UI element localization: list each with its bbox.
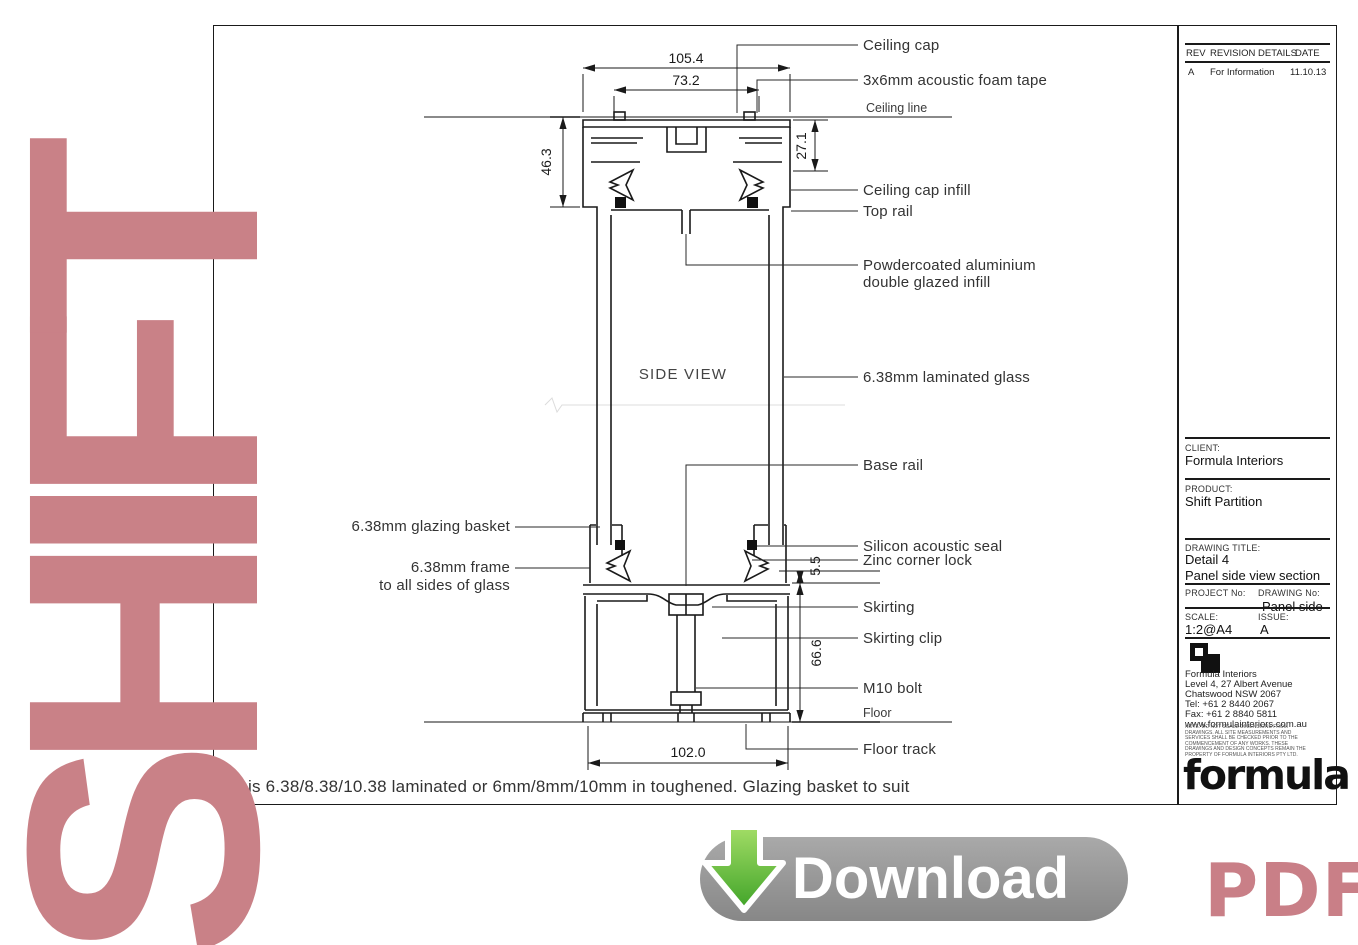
glass-spec-note: is 6.38/8.38/10.38 laminated or 6mm/8mm/… bbox=[248, 777, 910, 796]
ceiling-cap-assembly bbox=[582, 111, 791, 234]
label-glass: 6.38mm laminated glass bbox=[863, 369, 1030, 386]
label-frame-line1: 6.38mm frame bbox=[411, 559, 510, 576]
label-top-rail: Top rail bbox=[863, 203, 913, 220]
disclaimer-note: NOTE: DO NOT SCALE DIMENSIONS FROM DRAWI… bbox=[1185, 724, 1306, 758]
project-no-label: PROJECT No: bbox=[1185, 588, 1246, 598]
scale-value: 1:2@A4 bbox=[1185, 622, 1233, 637]
label-skirting: Skirting bbox=[863, 599, 915, 616]
scale-label: SCALE: bbox=[1185, 612, 1219, 622]
company-address1: Level 4, 27 Albert Avenue bbox=[1185, 679, 1293, 690]
label-m10-bolt: M10 bolt bbox=[863, 680, 923, 697]
formula-logo-mark bbox=[1190, 643, 1220, 673]
title-block: REV REVISION DETAILS DATE A For Informat… bbox=[1177, 25, 1351, 805]
label-foam-tape: 3x6mm acoustic foam tape bbox=[863, 72, 1047, 89]
label-floor: Floor bbox=[863, 706, 891, 720]
rev-value: A bbox=[1188, 67, 1195, 78]
dim-73: 73.2 bbox=[672, 72, 699, 88]
acoustic-seal-mark bbox=[615, 540, 625, 550]
dim-5-5: 5.5 bbox=[807, 556, 823, 576]
dim-66: 66.6 bbox=[808, 639, 824, 666]
label-cap-infill: Ceiling cap infill bbox=[863, 182, 971, 199]
label-infill-line1: Powdercoated aluminium bbox=[863, 257, 1036, 274]
side-view-label: SIDE VIEW bbox=[639, 366, 727, 383]
label-ceiling-cap: Ceiling cap bbox=[863, 37, 939, 54]
product-label: PRODUCT: bbox=[1185, 484, 1233, 494]
label-ceiling-line: Ceiling line bbox=[866, 101, 927, 115]
label-glazing-basket: 6.38mm glazing basket bbox=[352, 518, 511, 535]
rev-details-header: REVISION DETAILS bbox=[1210, 48, 1297, 59]
product-value: Shift Partition bbox=[1185, 494, 1263, 509]
download-button-label: Download bbox=[792, 846, 1070, 911]
rev-date-value: 11.10.13 bbox=[1290, 67, 1327, 78]
shift-watermark: SHIFT bbox=[0, 166, 327, 945]
client-value: Formula Interiors bbox=[1185, 453, 1284, 468]
dim-102: 102.0 bbox=[670, 744, 705, 760]
label-base-rail: Base rail bbox=[863, 457, 923, 474]
label-corner-lock: Zinc corner lock bbox=[863, 552, 972, 569]
formula-wordmark: formula bbox=[1183, 751, 1351, 799]
leader-lines bbox=[515, 44, 858, 750]
company-web: www.formulainteriors.com.au bbox=[1185, 719, 1307, 730]
company-tel: Tel: +61 2 8440 2067 bbox=[1185, 699, 1275, 710]
drawing-title-label: DRAWING TITLE: bbox=[1185, 543, 1261, 553]
pdf-label[interactable]: PDF bbox=[1204, 848, 1358, 934]
drawing-no-label: DRAWING No: bbox=[1258, 588, 1320, 598]
drawing-no-value: Panel side bbox=[1262, 599, 1323, 614]
glass-panes bbox=[596, 228, 784, 545]
rev-details-value: For Information bbox=[1210, 67, 1275, 78]
label-skirting-clip: Skirting clip bbox=[863, 630, 942, 647]
dim-105: 105.4 bbox=[668, 50, 703, 66]
label-frame-line2: to all sides of glass bbox=[379, 577, 510, 594]
drawing-title-line1: Detail 4 bbox=[1185, 552, 1230, 567]
sheet-border bbox=[213, 25, 1337, 805]
label-infill-line2: double glazed infill bbox=[863, 274, 990, 291]
issue-value: A bbox=[1260, 622, 1269, 637]
acoustic-seal-mark bbox=[747, 540, 757, 550]
drawing-title-line2: Panel side view section bbox=[1185, 568, 1321, 583]
download-arrow-icon[interactable] bbox=[690, 815, 800, 945]
rev-header: REV bbox=[1186, 48, 1206, 59]
break-line bbox=[544, 397, 845, 414]
title-block-divider bbox=[1177, 25, 1179, 805]
acoustic-seal-mark bbox=[615, 197, 626, 208]
company-name: Formula Interiors bbox=[1185, 669, 1257, 680]
dim-46: 46.3 bbox=[538, 148, 554, 175]
dim-27: 27.1 bbox=[793, 132, 809, 159]
company-address2: Chatswood NSW 2067 bbox=[1185, 689, 1282, 700]
label-silicon-seal: Silicon acoustic seal bbox=[863, 538, 1002, 555]
company-fax: Fax: +61 2 8840 5811 bbox=[1185, 709, 1277, 720]
acoustic-seal-mark bbox=[747, 197, 758, 208]
label-floor-track: Floor track bbox=[863, 741, 936, 758]
date-header: DATE bbox=[1295, 48, 1320, 59]
issue-label: ISSUE: bbox=[1258, 612, 1289, 622]
dimension-lines bbox=[550, 64, 880, 770]
client-label: CLIENT: bbox=[1185, 443, 1220, 453]
